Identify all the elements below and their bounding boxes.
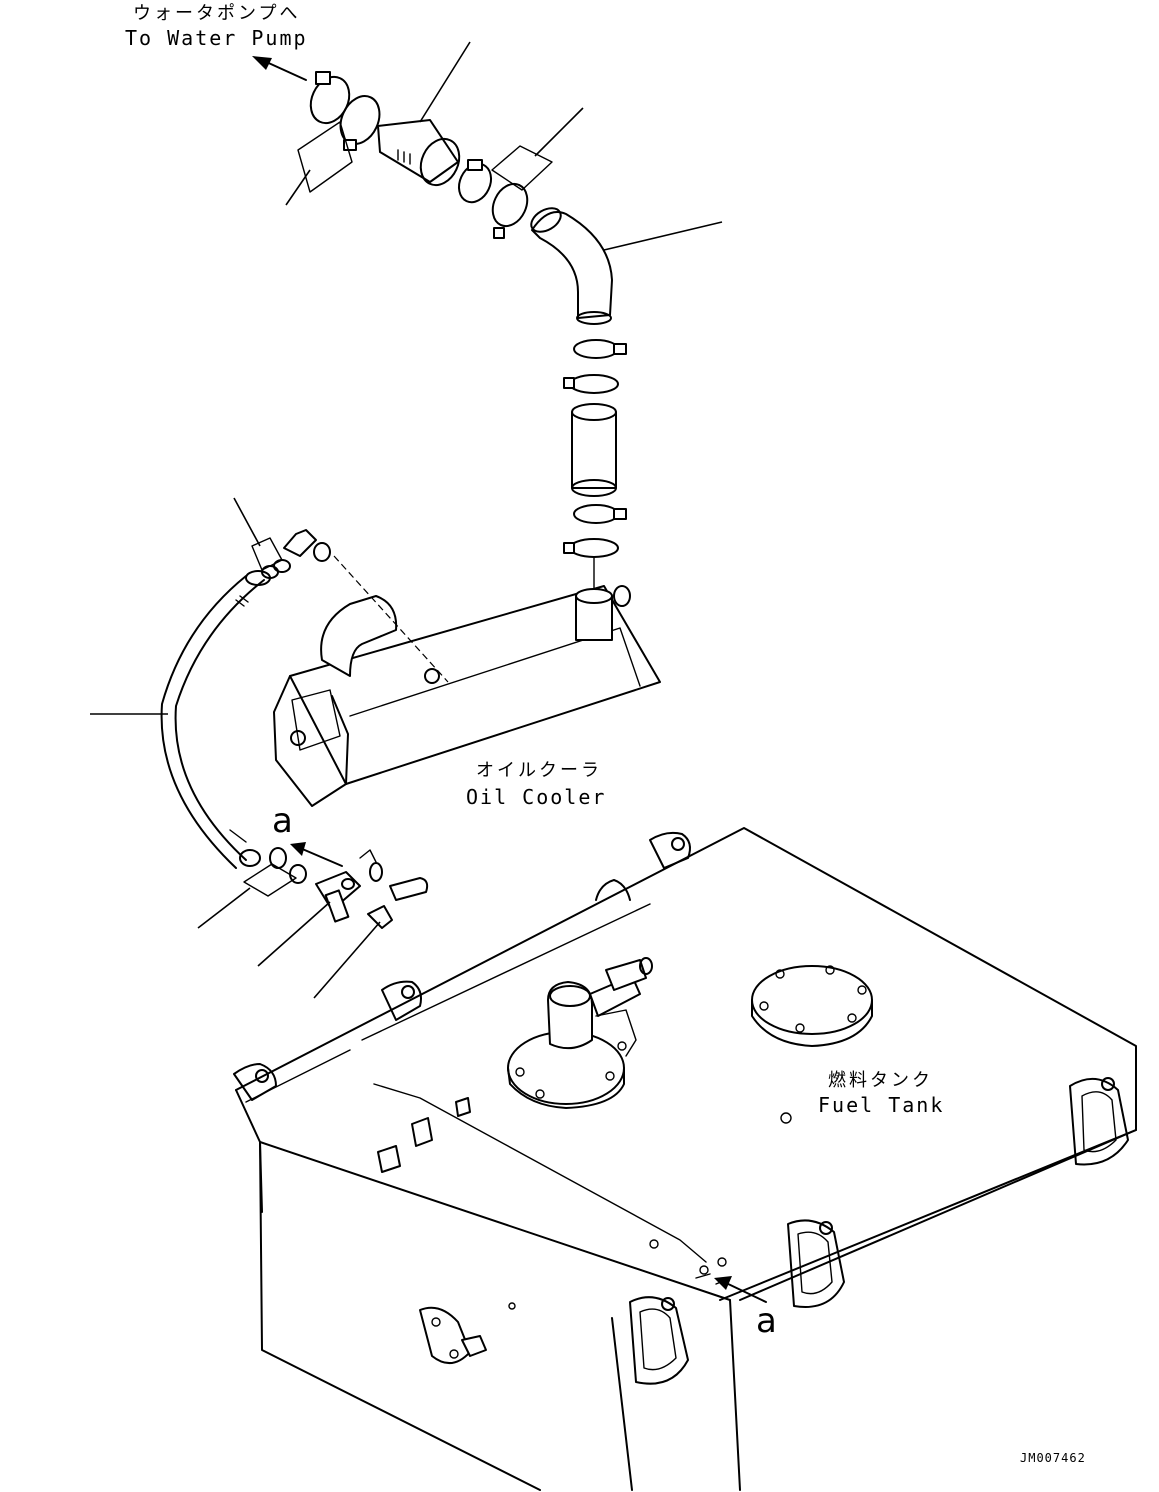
ref-a-label-top: a [272, 801, 293, 841]
leader-elbow [603, 221, 723, 251]
leader-clamp [285, 169, 311, 206]
water-pump-arrowhead [252, 56, 272, 70]
vertical-hose-stack [563, 339, 627, 597]
leader-valve-3 [313, 921, 381, 999]
ref-a-arrowhead-bottom [714, 1276, 732, 1290]
hose-clamp-1 [309, 71, 351, 125]
clamp-tag-2 [491, 145, 553, 191]
hose-clamp-8 [563, 538, 619, 558]
tank-handle-lower [629, 1296, 689, 1385]
ref-a-label-bottom: a [756, 1301, 777, 1341]
ref-a-arrowhead-top [290, 842, 306, 856]
leader-clamp-2 [534, 107, 584, 157]
tank-bracket-left [233, 1063, 277, 1101]
tank-top-fittings [373, 1083, 792, 1263]
hose-clamp-4 [491, 182, 529, 239]
tank-handle-right [1069, 1077, 1129, 1166]
drain-hose [160, 570, 271, 869]
straight-hose-vertical [571, 403, 617, 497]
hose-clamp-7 [573, 504, 627, 524]
leader-valve-1 [197, 887, 251, 929]
tank-drain-valve [419, 1302, 516, 1364]
ref-a-arrow-bottom [723, 1281, 767, 1303]
oil-cooler [273, 555, 661, 807]
leader-fitting [233, 497, 261, 547]
hose-clamp-5 [573, 339, 627, 359]
fuel-tank-label-jp: 燃料タンク [828, 1070, 933, 1091]
oil-cooler-label-en: Oil Cooler [466, 785, 606, 809]
oil-cooler-port [424, 668, 440, 684]
straight-hose-upper [377, 119, 461, 187]
tank-bracket-mid [381, 980, 422, 1021]
upper-hose-assembly [252, 41, 723, 325]
drawing-code: JM007462 [1020, 1451, 1086, 1465]
tank-handle-front [787, 1219, 845, 1308]
water-pump-arrow [261, 59, 307, 81]
hose-clamp-6 [563, 374, 619, 394]
hose-clamp-3 [457, 159, 493, 204]
oil-cooler-label-jp: オイルクーラ [476, 760, 602, 781]
fuel-tank [233, 827, 1137, 1491]
inspection-cover [751, 965, 873, 1047]
tank-bracket-top [649, 831, 691, 869]
water-pump-label-jp: ウォータポンプへ [133, 3, 300, 24]
leader-hose [419, 41, 471, 123]
drain-valve-group [243, 842, 429, 929]
clamp-tag [297, 121, 353, 193]
hose-clamp-2 [339, 95, 381, 151]
fuel-tank-label-en: Fuel Tank [818, 1093, 944, 1117]
water-pump-label-en: To Water Pump [125, 26, 308, 50]
elbow-hose [530, 207, 613, 325]
fuel-sender-assembly [507, 957, 653, 1109]
leader-valve-2 [257, 901, 331, 967]
